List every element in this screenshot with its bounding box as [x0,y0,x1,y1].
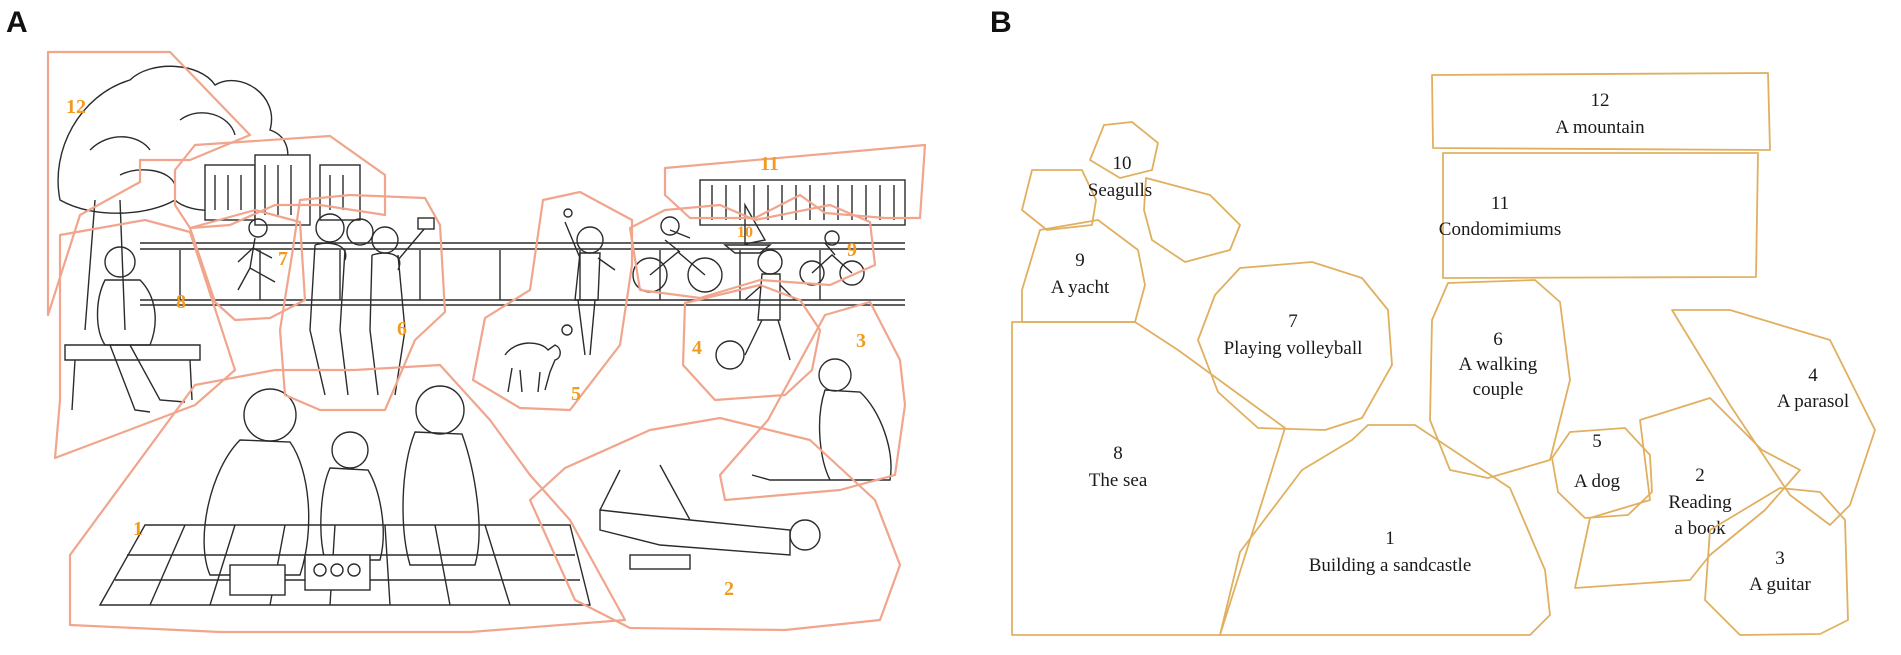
map-region-3-label: A guitar [1749,574,1811,595]
map-region-1-label: Building a sandcastle [1309,555,1472,576]
scene-region-2 [528,416,902,632]
map-region-11: 11 Condomimiums [1439,152,1759,279]
map-region-7-number: 7 [1288,311,1298,332]
scene-region-12 [46,50,252,317]
scene-number-9: 9 [847,239,857,261]
map-region-5-label: A dog [1574,471,1620,492]
map-region-10-label: Seagulls [1088,180,1152,201]
scene-region-11 [663,143,927,220]
scene-region-8 [53,218,237,460]
map-region-5-number: 5 [1592,431,1602,452]
map-region-4-label: A parasol [1777,391,1849,412]
scene-region-10 [173,134,387,230]
map-region-2: 2 Reading a book [1574,397,1801,589]
map-region-11-number: 11 [1491,193,1509,214]
region-map: 12 A mountain 11 Condomimiums 10 Seagull… [1011,72,1876,636]
scene-region-4 [681,283,822,402]
map-region-3: 3 A guitar [1704,487,1849,636]
map-region-1-number: 1 [1385,528,1395,549]
map-region-6-label-1: A walking [1459,354,1538,375]
map-region-2-number: 2 [1695,465,1705,486]
map-region-6-number: 6 [1493,329,1503,350]
panel-letter-b: B [990,6,1012,39]
scene-number-1: 1 [133,518,143,540]
scene-region-3 [718,300,907,502]
scene-region-6 [278,193,447,412]
map-region-2-label-1: Reading [1668,492,1732,513]
scene-number-3: 3 [856,330,866,352]
map-region-2-label-2: a book [1674,518,1726,539]
map-region-10: 10 Seagulls [1021,121,1241,263]
map-region-7-label: Playing volleyball [1224,338,1363,359]
scene-region-9 [628,203,877,300]
scene-number-7: 7 [278,248,288,270]
scene-region-5 [471,190,634,412]
map-region-8-label: The sea [1089,470,1148,491]
map-region-8-number: 8 [1113,443,1123,464]
map-region-11-label: Condomimiums [1439,219,1561,240]
map-region-10-number: 10 [1113,153,1132,174]
map-region-5: 5 A dog [1551,427,1653,519]
map-region-3-number: 3 [1775,548,1785,569]
scene-number-5: 5 [571,383,581,405]
map-region-12: 12 A mountain [1431,72,1771,151]
map-region-9: 9 A yacht [1021,219,1146,323]
map-region-6-label-2: couple [1473,379,1524,400]
scene-number-2: 2 [724,578,734,600]
scene-number-10: 10 [737,224,753,241]
scene-number-8: 8 [176,291,186,313]
map-region-7: 7 Playing volleyball [1197,261,1393,431]
map-region-1: 1 Building a sandcastle [1219,424,1551,636]
map-region-6: 6 A walking couple [1429,279,1571,479]
scene-region-7 [188,208,307,322]
scene-number-12: 12 [66,96,86,118]
scene-number-4: 4 [692,337,702,359]
scene-region-outlines [46,50,927,634]
scene-region-numbers: 12 11 10 7 8 9 6 5 4 3 2 1 [66,96,866,600]
panel-letter-a: A [6,6,28,39]
map-region-8: 8 The sea [1011,321,1286,636]
scene-region-1 [68,363,627,634]
scene-number-11: 11 [760,153,779,175]
map-region-9-number: 9 [1075,250,1085,271]
map-region-9-label: A yacht [1051,277,1110,298]
map-region-12-label: A mountain [1555,117,1645,138]
scene-illustration [57,65,906,606]
scene-number-6: 6 [397,318,407,340]
map-region-12-number: 12 [1591,90,1610,111]
map-region-4-number: 4 [1808,365,1818,386]
